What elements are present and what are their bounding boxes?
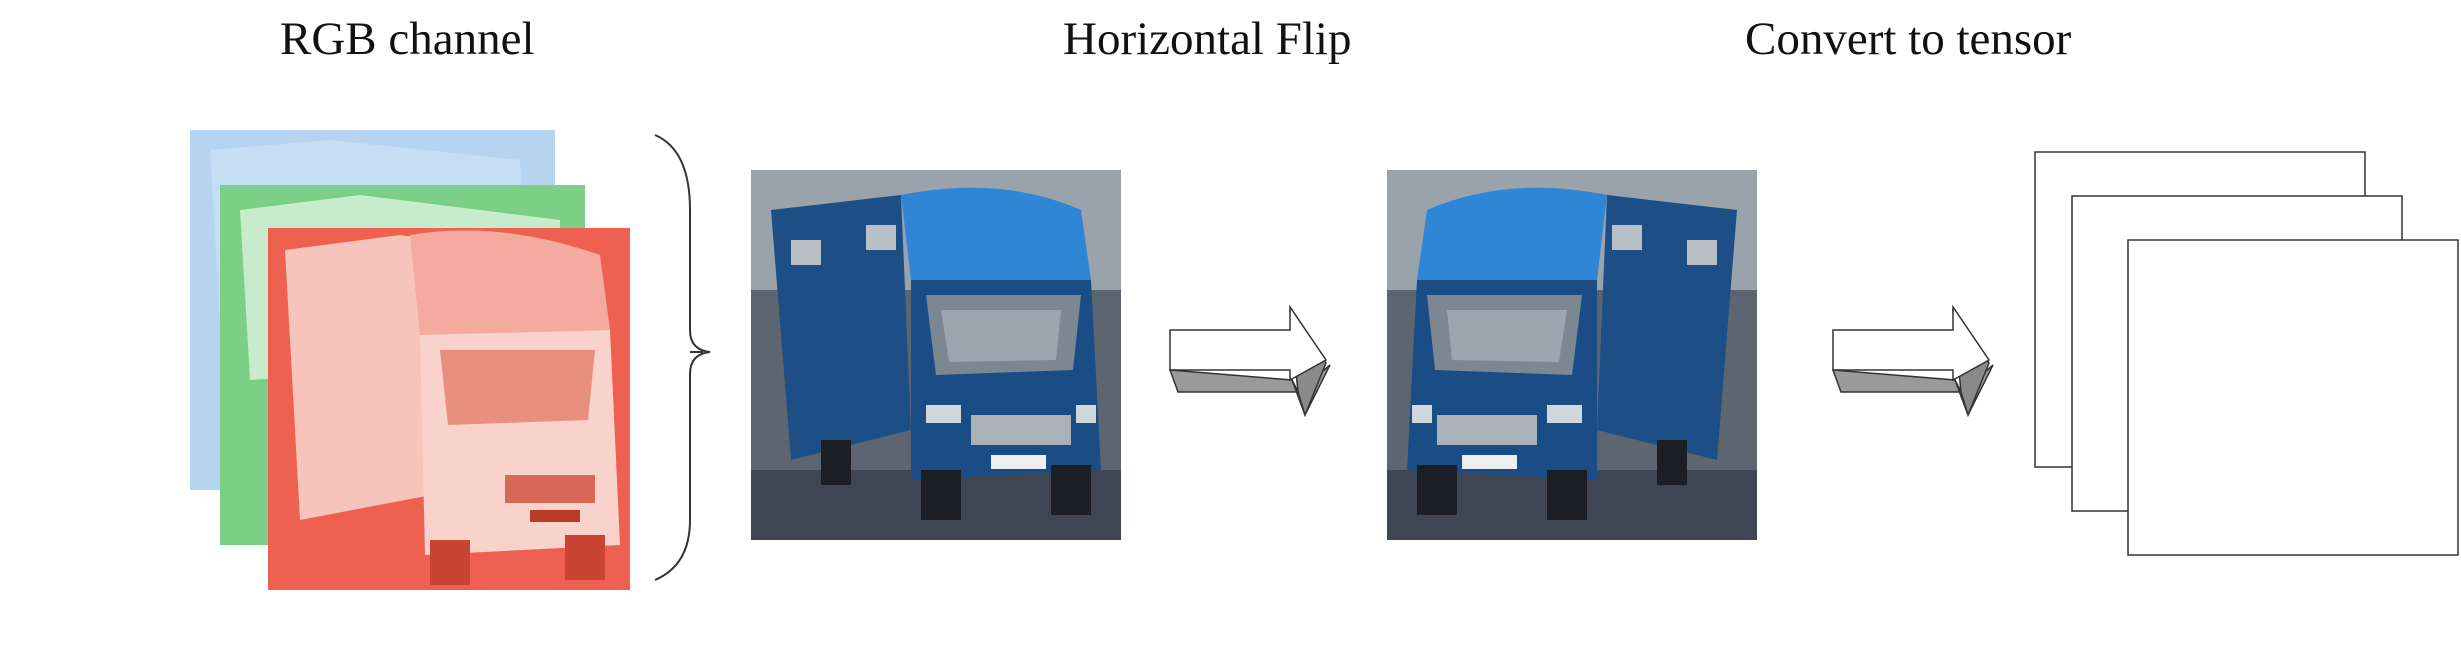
camper-truck-photo [751,170,1121,540]
tensor-stack-icon [2034,151,2459,556]
flipped-camper-truck-photo [1387,170,1757,540]
bracket-icon [654,134,711,581]
right-arrow-icon [1831,304,1994,418]
right-arrow-icon [1168,304,1331,418]
label-convert-to-tensor: Convert to tensor [1745,13,2072,65]
red-channel-image [268,228,630,590]
label-horizontal-flip: Horizontal Flip [1063,13,1352,65]
rgb-channel-stack [190,130,630,590]
label-rgb-channel: RGB channel [280,13,535,65]
